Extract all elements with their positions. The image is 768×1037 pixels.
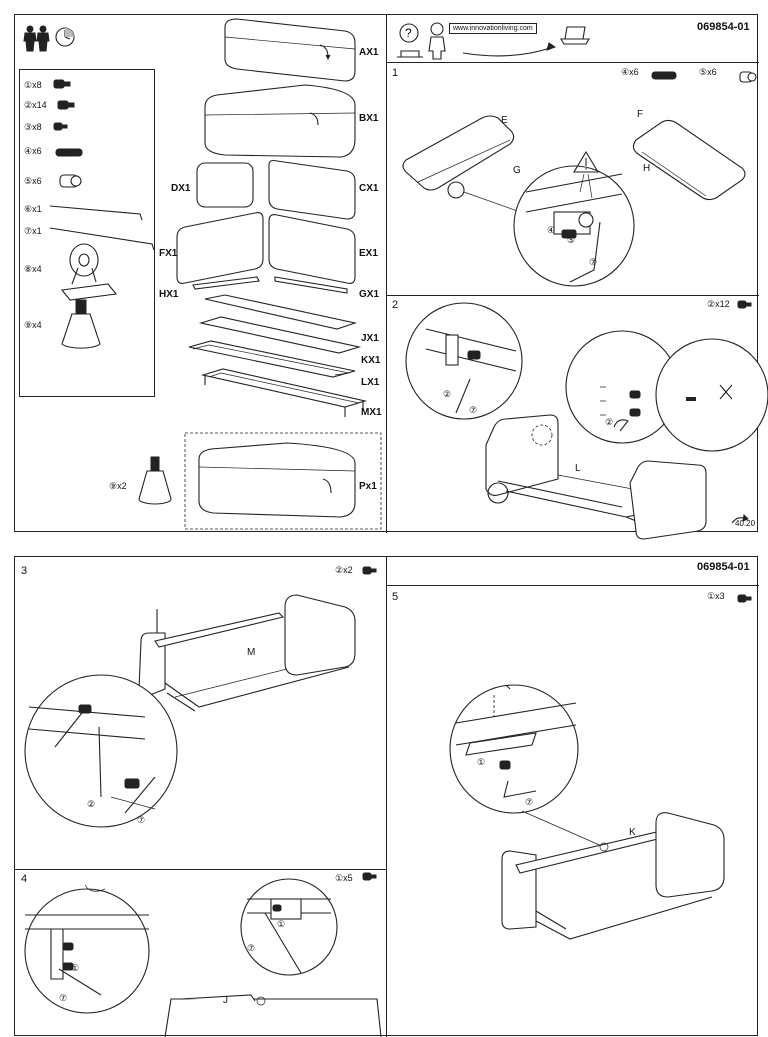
part-letter: K [629,827,636,838]
step-5-drawing [449,594,752,940]
callout: ④ [547,225,556,235]
hardware-qty: ①x8 [24,80,42,90]
part-label: DX1 [171,183,191,194]
step-number: 5 [392,591,399,603]
step-qty: ⑤x6 [699,67,717,77]
cam-lock-icon [59,174,82,188]
screw-icon [57,100,75,110]
foot-icon [138,470,172,505]
part-label: FX1 [159,248,178,259]
part-label: KX1 [361,355,381,366]
callout: ① [71,963,80,973]
part-label: GX1 [359,289,380,300]
divider [386,585,759,586]
callout: ⑦ [247,943,256,953]
callout: ② [443,389,452,399]
divider [386,557,387,1037]
part-label: BX1 [359,113,379,124]
allen-key-icon [49,227,155,251]
foot-icon [61,299,101,349]
callout: ⑦ [469,405,478,415]
callout: ⑤ [567,235,576,245]
hardware-qty: ⑧x4 [24,264,42,274]
website-label: www.innovationliving.com [449,23,537,34]
step-qty: ②x12 [707,299,730,309]
dowel-icon [651,71,677,80]
dowel-icon [55,148,83,157]
callout: ① [477,757,486,767]
screw-icon [362,566,377,575]
callout: ⑦ [59,993,68,1003]
divider [15,869,386,870]
hardware-qty: ⑤x6 [24,176,42,186]
warning-icon [573,150,599,173]
allen-key-icon [49,205,143,221]
callout: ⑦ [589,257,598,267]
exploded-panels [138,18,382,530]
help-icon: ? [397,22,557,60]
hardware-list: ①x8 ②x14 ③x8 ④x6 ⑤x6 ⑥x1 ⑦x1 ⑧x4 ⑨x4 [19,69,155,397]
caster-icon [60,243,118,301]
step-number: 1 [392,67,399,79]
callout: ⑦ [137,815,146,825]
cam-lock-icon [739,71,757,83]
angle-label: 40.20 [735,519,756,528]
part-label: JX1 [361,333,379,344]
step-number: 2 [392,299,399,311]
clock-icon [55,27,75,47]
screw-icon [737,300,752,309]
part-letter: L [575,463,581,474]
hardware-qty: ⑦x1 [24,226,42,236]
hardware-drawings [49,79,155,349]
svg-text:?: ? [405,26,412,40]
divider [386,62,759,63]
hardware-qty: ⑨x2 [109,481,127,491]
product-code: 069854-01 [697,21,750,33]
step-qty: ④x6 [621,67,639,77]
product-code: 069854-01 [697,561,750,573]
rotate-arrow-icon [731,513,749,524]
part-label: AX1 [359,47,379,58]
part-letter: J [223,995,228,1006]
part-letter: H [643,163,651,174]
screw-icon [362,872,377,881]
callout: ⑦ [525,797,534,807]
step-2-drawing [405,300,768,540]
part-letter: E [501,115,508,126]
part-label: LX1 [361,377,380,388]
callout: ② [87,799,96,809]
part-letter: F [637,109,644,120]
divider [386,295,759,296]
callout: ② [605,417,614,427]
hardware-qty: ③x8 [24,122,42,132]
part-label: MX1 [361,407,382,418]
part-label: Px1 [359,481,377,492]
part-label: CX1 [359,183,379,194]
step-3-drawing [24,566,377,828]
step-number: 4 [21,873,28,885]
screw-icon [53,122,68,131]
step-number: 3 [21,565,28,577]
laptop-icon [560,26,590,45]
screw-icon [53,79,71,89]
instruction-sheet-1: 069854-01 ①x8 ②x14 ③x8 ④x6 ⑤x6 ⑥x1 ⑦x1 ⑧… [14,14,768,540]
step-qty: ①x3 [707,591,725,601]
two-people-icon [23,25,50,52]
part-label: EX1 [359,248,378,259]
step-1-drawing [402,71,757,287]
hardware-qty: ④x6 [24,146,42,156]
screw-icon [737,594,752,603]
instruction-sheet-2: 069854-01 3 ②x2 M ② ⑦ 4 ①x5 [14,556,759,1037]
part-letter: G [513,165,521,176]
step-qty: ②x2 [335,565,353,575]
part-letter: M [247,647,256,658]
step-qty: ①x5 [335,873,353,883]
hardware-qty: ②x14 [24,100,47,110]
divider [386,15,387,533]
callout: ① [277,919,286,929]
step-4-drawing [24,872,382,1037]
hardware-qty: ⑥x1 [24,204,42,214]
part-label: HX1 [159,289,179,300]
hardware-qty: ⑨x4 [24,320,42,330]
